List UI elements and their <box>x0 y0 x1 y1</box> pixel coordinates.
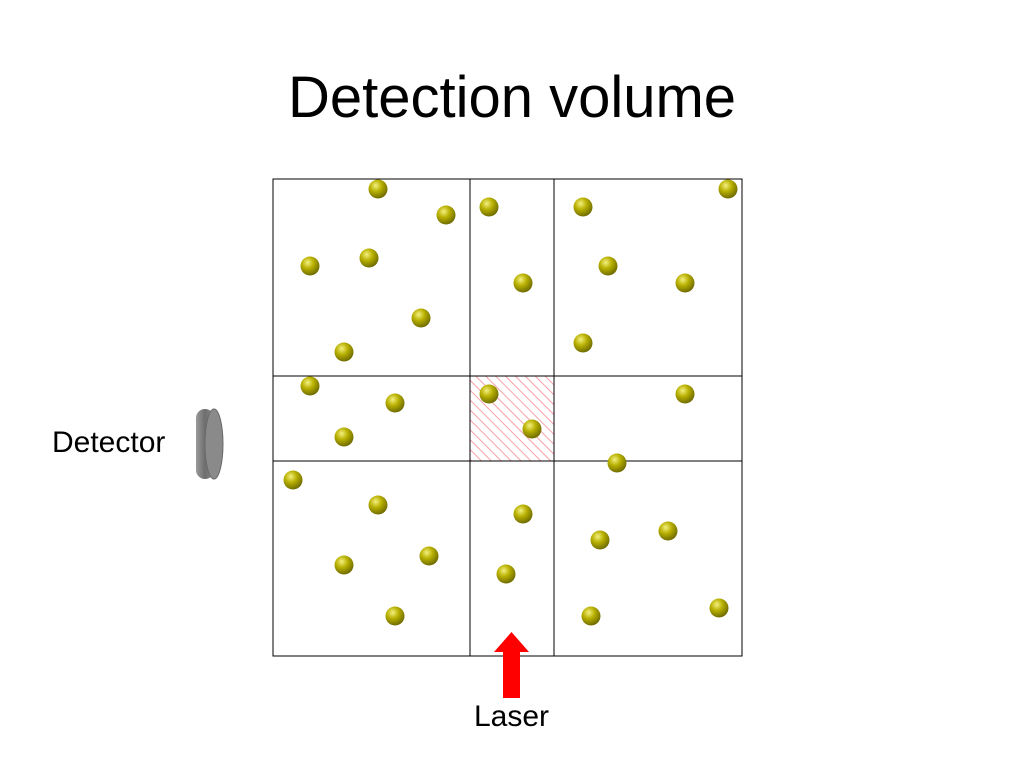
particle-sphere-icon <box>411 308 431 328</box>
particle-sphere-icon <box>573 197 593 217</box>
page-title: Detection volume <box>287 65 737 130</box>
particle-sphere-icon <box>513 273 533 293</box>
particle-sphere-icon <box>607 453 627 473</box>
particle-sphere-icon <box>300 256 320 276</box>
particle-sphere-icon <box>479 384 499 404</box>
particle-sphere-icon <box>385 606 405 626</box>
particle-sphere-icon <box>590 530 610 550</box>
particle-sphere-icon <box>283 470 303 490</box>
particle-sphere-icon <box>419 546 439 566</box>
detector-label: Detector <box>52 426 166 459</box>
detector-disk-icon <box>196 408 224 480</box>
particle-sphere-icon <box>300 376 320 396</box>
particle-sphere-icon <box>675 384 695 404</box>
particle-sphere-icon <box>573 333 593 353</box>
particle-sphere-icon <box>675 273 695 293</box>
particle-sphere-icon <box>334 555 354 575</box>
particle-sphere-icon <box>496 564 516 584</box>
up-arrow-icon <box>494 632 529 698</box>
laser-label: Laser <box>474 700 550 733</box>
particle-sphere-icon <box>334 342 354 362</box>
particle-sphere-icon <box>359 248 379 268</box>
particle-sphere-icon <box>598 256 618 276</box>
particle-sphere-icon <box>368 179 388 199</box>
particle-sphere-icon <box>479 197 499 217</box>
particles-group <box>283 179 738 626</box>
particle-sphere-icon <box>436 205 456 225</box>
particle-sphere-icon <box>334 427 354 447</box>
particle-sphere-icon <box>718 179 738 199</box>
particle-sphere-icon <box>658 521 678 541</box>
particle-sphere-icon <box>368 495 388 515</box>
particle-sphere-icon <box>513 504 533 524</box>
particle-sphere-icon <box>709 598 729 618</box>
volume-grid <box>272 178 743 657</box>
particle-sphere-icon <box>581 606 601 626</box>
particle-sphere-icon <box>385 393 405 413</box>
particle-sphere-icon <box>522 419 542 439</box>
